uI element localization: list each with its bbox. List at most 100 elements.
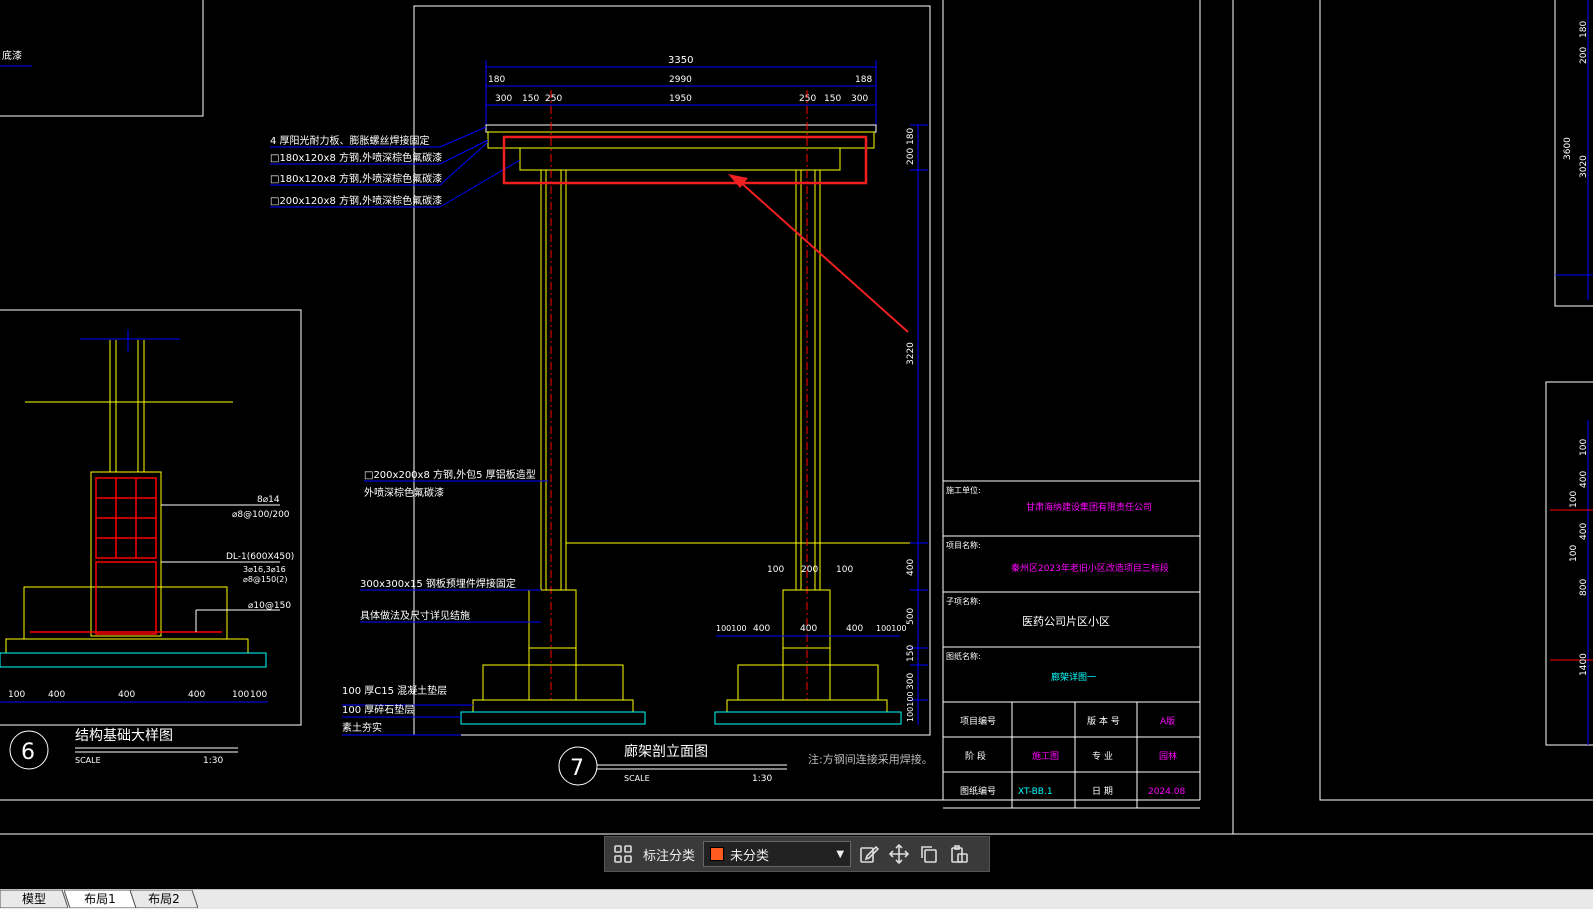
dim-right-7: 300 <box>906 673 916 690</box>
dim-total-width: 3350 <box>668 55 693 66</box>
drawing-name: 廊架详图一 <box>1051 671 1096 683</box>
dim-mid-2: 150 <box>522 94 539 104</box>
dim-right-2: 200 <box>906 148 916 165</box>
rp-dim-11: 1400 <box>1579 653 1589 676</box>
right-panel-fragments: 180 200 3600 3020 100 400 100 400 100 80… <box>1550 0 1593 745</box>
foundation-dim-2: 400 <box>48 690 65 700</box>
rp-dim-1: 180 <box>1579 21 1589 38</box>
leader-label-9: 100 厚C15 混凝土垫层 <box>342 684 447 697</box>
paste-icon[interactable] <box>947 842 971 866</box>
category-dropdown[interactable]: 未分类 ▼ <box>703 841 852 867</box>
dim-mid-7: 300 <box>851 94 868 104</box>
rp-dim-6: 400 <box>1579 471 1589 488</box>
dim-right-3: 3220 <box>906 342 916 365</box>
toolbar-label: 标注分类 <box>643 848 696 864</box>
row2-label: 阶 段 <box>965 750 986 762</box>
grid-icon[interactable] <box>611 842 635 866</box>
sub-project: 医药公司片区小区 <box>1022 615 1110 628</box>
construction-unit-label: 施工单位: <box>946 485 981 495</box>
dim-mid-6: 150 <box>824 94 841 104</box>
dim-mid-5: 250 <box>799 94 816 104</box>
leader-label-3: □180x120x8 方钢,外喷深棕色氟碳漆 <box>270 172 442 185</box>
tab-model-label: 模型 <box>21 892 46 906</box>
annotation-toolbar: 标注分类 未分类 ▼ <box>604 836 990 872</box>
title-block: 施工单位: 甘肃海纳建设集团有限责任公司 项目名称: 秦州区2023年老旧小区改… <box>943 480 1200 809</box>
chevron-down-icon: ▼ <box>836 848 845 860</box>
detail-7-scale-label: SCALE <box>624 774 650 783</box>
category-value: 未分类 <box>730 848 770 864</box>
dim-right-8: 100100 <box>906 691 915 722</box>
edit-icon[interactable] <box>857 842 881 866</box>
foundation-dim-3: 400 <box>118 690 135 700</box>
foundation-dim-4: 400 <box>188 690 205 700</box>
row2-value2: 园林 <box>1159 750 1177 762</box>
rebar-label-5: ⌀8@150(2) <box>243 575 288 584</box>
row1-label: 项目编号 <box>960 715 996 727</box>
leader-label-7: 300x300x15 钢板预埋件焊接固定 <box>360 577 516 590</box>
dim-top-2: 2990 <box>669 75 692 85</box>
foundation-dim-6: 100 <box>250 690 267 700</box>
dim-right-1: 180 <box>906 128 916 145</box>
rp-dim-5: 100 <box>1579 439 1589 456</box>
detail-6-title: 结构基础大样图 <box>75 727 173 744</box>
elevation-detail: 3350 180 2990 188 300 150 250 1950 250 1… <box>270 55 933 786</box>
row2-label2: 专 业 <box>1092 750 1113 762</box>
copy-icon[interactable] <box>917 842 941 866</box>
fragment-label: 底漆 <box>2 49 22 62</box>
rebar-label-2: ⌀8@100/200 <box>232 510 290 520</box>
leader-label-10: 100 厚碎石垫层 <box>342 703 414 716</box>
leader-label-1: 4 厚阳光耐力板、膨胀螺丝焊接固定 <box>270 134 430 147</box>
foot-dim-7: 400 <box>846 624 863 634</box>
row3-value2: 2024.08 <box>1148 787 1185 797</box>
foot-dim-4: 100100 <box>716 624 747 633</box>
leader-label-2: □180x120x8 方钢,外喷深棕色氟碳漆 <box>270 151 442 164</box>
drawing-name-label: 图纸名称: <box>946 651 981 661</box>
project-name: 秦州区2023年老旧小区改造项目三标段 <box>1011 562 1169 574</box>
move-icon[interactable] <box>887 842 911 866</box>
foot-dim-1: 100 <box>767 565 784 575</box>
category-color-swatch <box>710 847 725 861</box>
rp-dim-8: 400 <box>1579 523 1589 540</box>
project-name-label: 项目名称: <box>946 540 981 550</box>
detail-6-scale-label: SCALE <box>75 756 101 765</box>
foundation-dim-1: 100 <box>8 690 25 700</box>
dim-right-4: 400 <box>906 559 916 576</box>
row3-label: 图纸编号 <box>960 785 996 797</box>
detail-7-title: 廊架剖立面图 <box>624 743 708 760</box>
markup-annotation[interactable] <box>502 135 909 333</box>
cad-drawing-canvas[interactable]: 底漆 <box>0 0 1593 876</box>
dim-right-6: 150 <box>906 645 916 662</box>
row1-value2: A版 <box>1160 715 1175 727</box>
tab-layout1[interactable]: 布局1 <box>64 890 136 908</box>
leader-label-11: 素土夯实 <box>342 721 382 734</box>
foot-dim-3: 100 <box>836 565 853 575</box>
rp-dim-3: 3600 <box>1563 137 1573 160</box>
rebar-label-6: ⌀10@150 <box>248 601 291 611</box>
foot-dim-2: 200 <box>801 565 818 575</box>
tab-layout1-label: 布局1 <box>84 892 116 906</box>
foot-dim-6: 400 <box>800 624 817 634</box>
rebar-label-3: DL-1(600X450) <box>226 552 294 562</box>
rp-dim-9: 100 <box>1569 545 1579 562</box>
foot-dim-8: 100100 <box>876 624 907 633</box>
tab-layout2-label: 布局2 <box>148 892 180 906</box>
dim-top-3: 188 <box>855 75 872 85</box>
row2-value: 施工图 <box>1032 750 1059 762</box>
detail-6-number: 6 <box>21 740 35 765</box>
rebar-label-4: 3⌀16,3⌀16 <box>243 565 286 574</box>
leader-label-4: □200x120x8 方钢,外喷深棕色氟碳漆 <box>270 194 442 207</box>
layout-tab-bar: 模型 布局1 布局2 <box>0 889 1593 909</box>
detail-6-scale-value: 1:30 <box>203 756 223 766</box>
tab-model[interactable]: 模型 <box>0 890 68 908</box>
rp-dim-2: 200 <box>1579 47 1589 64</box>
tab-layout2[interactable]: 布局2 <box>130 890 198 908</box>
foot-dim-5: 400 <box>753 624 770 634</box>
sub-project-label: 子项名称: <box>946 596 981 606</box>
dim-right-5: 500 <box>906 608 916 625</box>
row1-label2: 版 本 号 <box>1087 715 1120 727</box>
foundation-dim-5: 100 <box>232 690 249 700</box>
dim-mid-4: 1950 <box>669 94 692 104</box>
leader-label-8: 具体做法及尺寸详见结施 <box>360 609 470 622</box>
dim-mid-3: 250 <box>545 94 562 104</box>
construction-unit: 甘肃海纳建设集团有限责任公司 <box>1026 501 1152 513</box>
